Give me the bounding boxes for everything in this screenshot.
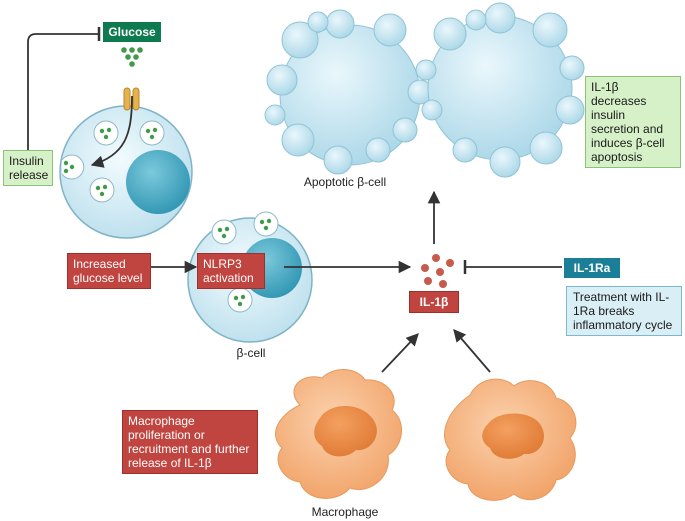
macrophage-label: Macrophage xyxy=(311,505,379,519)
il1ra-label: IL-1Ra xyxy=(564,258,620,278)
apoptotic-beta-cell-label: Apoptotic β-cell xyxy=(303,175,387,189)
insulin-vesicle xyxy=(253,211,279,237)
il1b-particles xyxy=(421,254,454,288)
nucleus xyxy=(482,413,545,459)
glucose-uptake-arrow xyxy=(90,95,133,168)
insulin-vesicle xyxy=(89,177,115,203)
increased-glucose-label: Increased glucose level xyxy=(67,253,151,289)
beta-cell-label: β-cell xyxy=(236,346,266,360)
macrophage-right-arrow xyxy=(453,329,491,373)
nlrp3-activation-label: NLRP3 activation xyxy=(197,253,265,289)
secreting-vesicle xyxy=(61,154,85,180)
nucleus xyxy=(314,406,377,457)
macrophage-left-arrow xyxy=(381,333,419,373)
insulin-vesicle xyxy=(139,120,165,146)
il1b-label: IL-1β xyxy=(409,291,459,313)
macrophage-right xyxy=(444,378,577,501)
insulin-release-label: Insulin release xyxy=(3,150,53,186)
macrophage-left xyxy=(275,369,402,499)
insulin-vesicle xyxy=(227,287,253,313)
apoptotic-beta-cells xyxy=(264,2,585,178)
insulin-vesicle xyxy=(93,120,119,146)
glucose-particles xyxy=(121,47,143,67)
insulin-vesicle xyxy=(211,219,237,245)
glucose-label: Glucose xyxy=(103,22,161,42)
macrophage-note-label: Macrophage proliferation or recruitment … xyxy=(122,410,258,474)
il1b-effect-label: IL-1β decreases insulin secretion and in… xyxy=(585,76,681,168)
nucleus xyxy=(126,150,190,214)
treatment-label: Treatment with IL-1Ra breaks inflammator… xyxy=(566,286,682,336)
insulin-inhibition-line xyxy=(27,33,98,150)
glucose-transporter-icon xyxy=(123,87,140,111)
beta-cell-top xyxy=(59,87,193,239)
